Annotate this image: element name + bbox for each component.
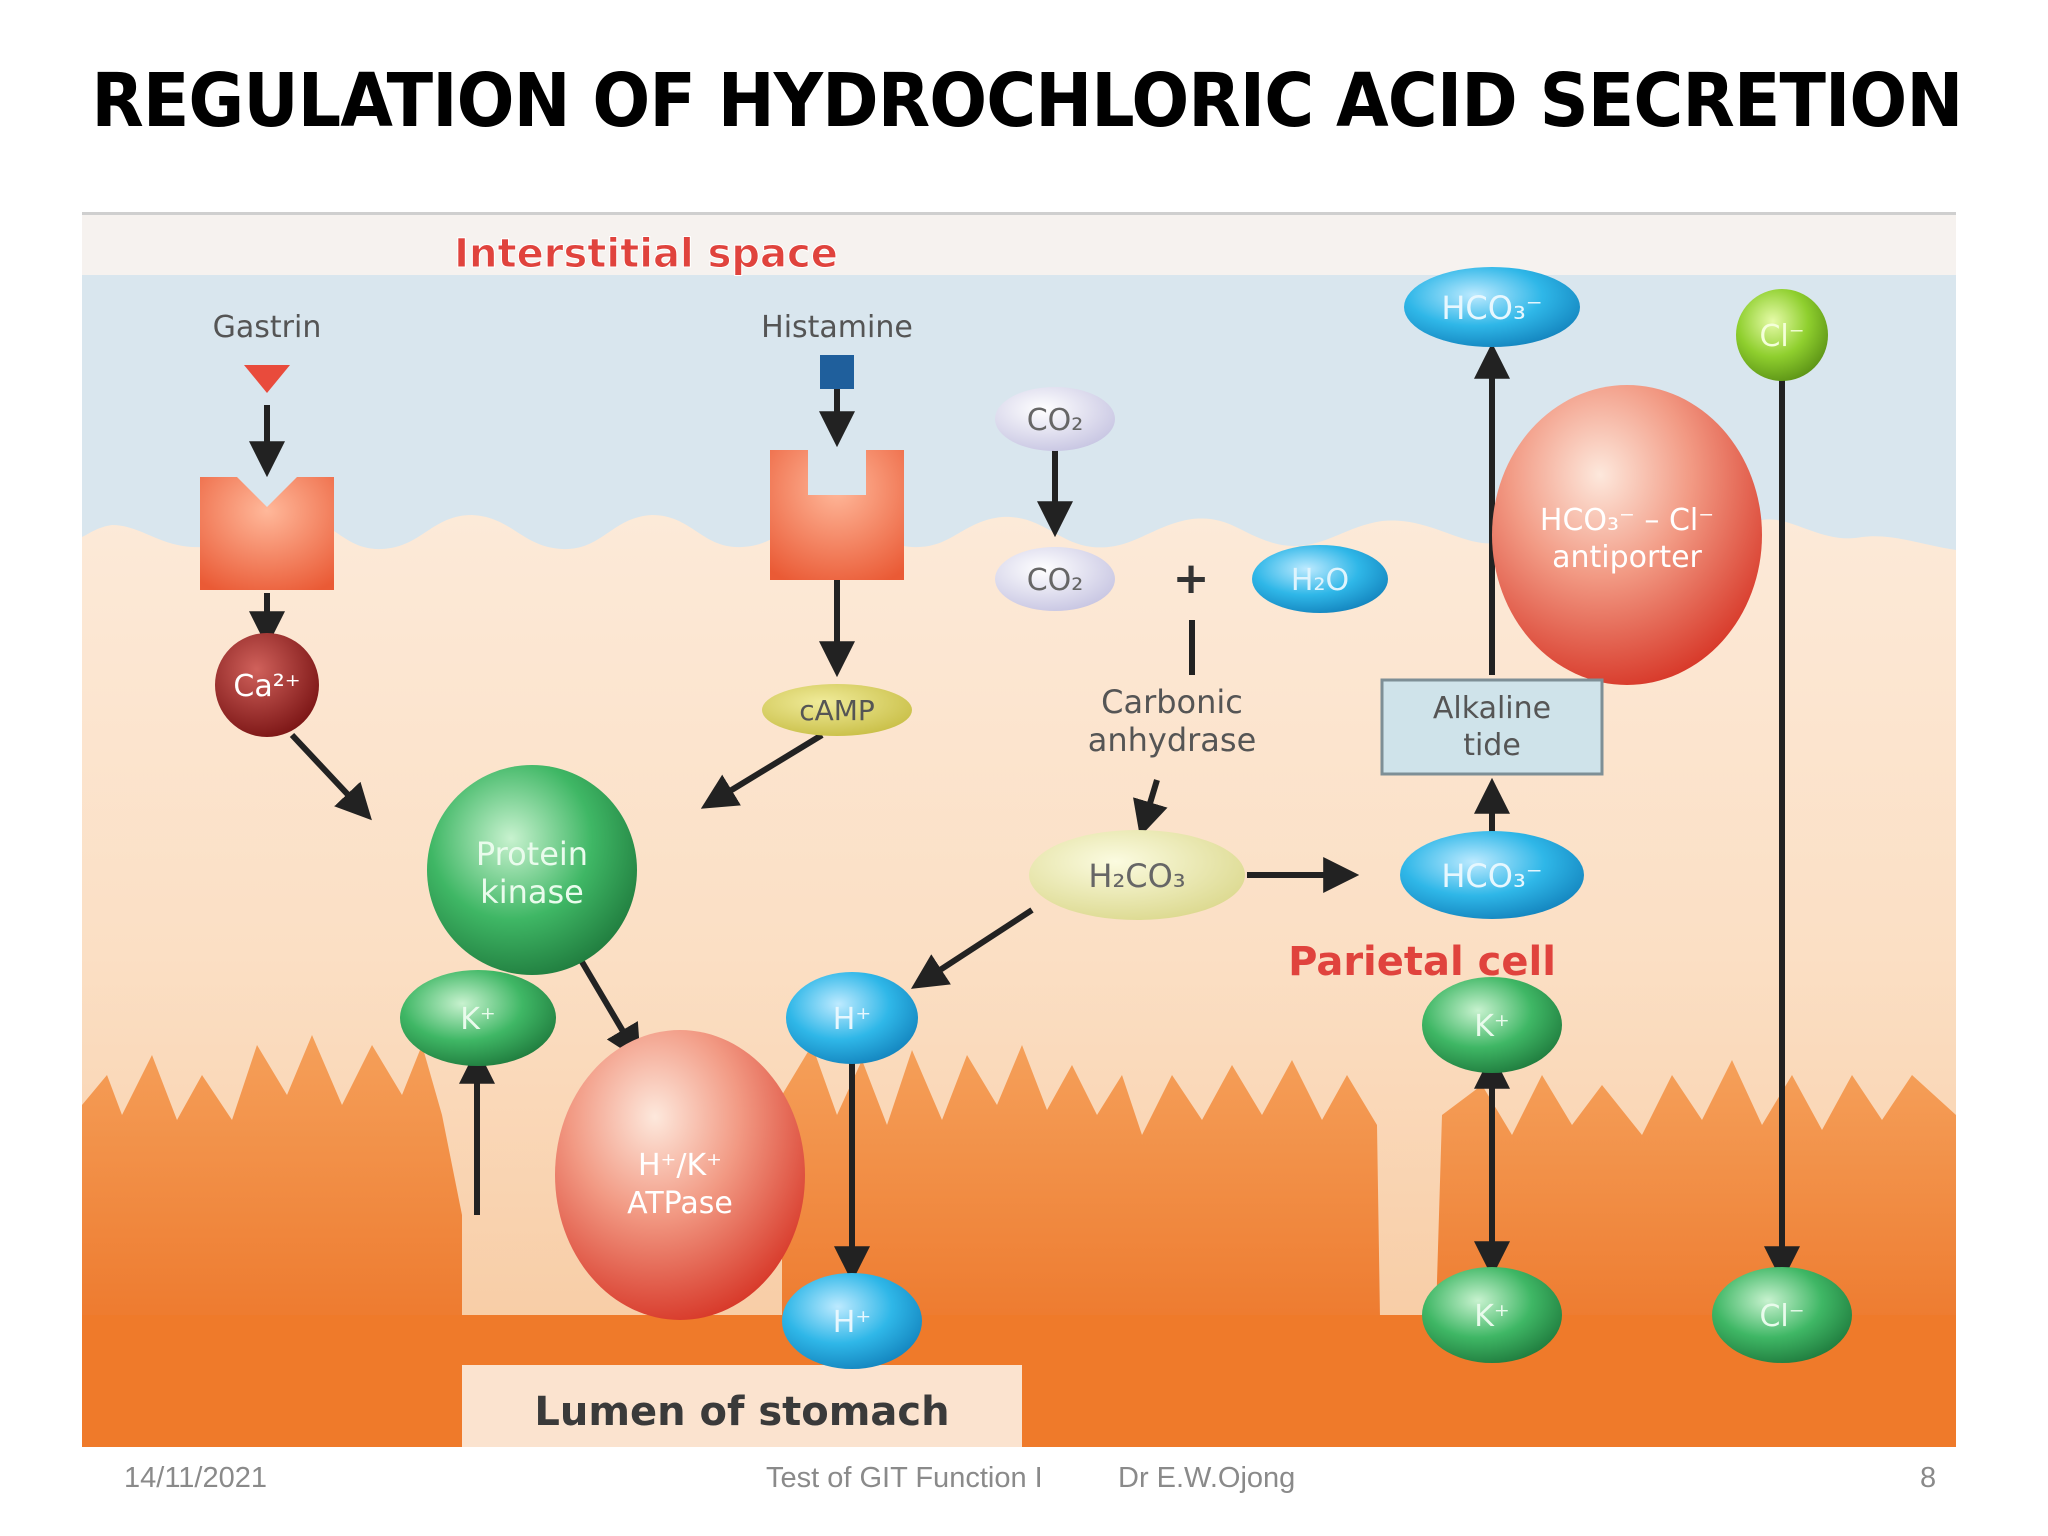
k-left-label: K⁺ bbox=[460, 1002, 496, 1037]
hcl-secretion-diagram: Interstitial space Gastrin Histamine CO₂… bbox=[82, 212, 1956, 1447]
cl-top-label: Cl⁻ bbox=[1759, 319, 1804, 354]
histamine-ligand-icon bbox=[820, 355, 854, 389]
parietal-cell-label: Parietal cell bbox=[1288, 939, 1556, 985]
hco3-cl-antiporter bbox=[1492, 385, 1762, 685]
h2o-label: H₂O bbox=[1291, 563, 1349, 598]
lumen-label-band bbox=[462, 1365, 1022, 1447]
camp-label: cAMP bbox=[799, 694, 875, 727]
protein-kinase-line2: kinase bbox=[480, 873, 584, 911]
antiporter-line2: antiporter bbox=[1552, 540, 1702, 575]
plus-sign: + bbox=[1173, 553, 1210, 604]
protein-kinase-line1: Protein bbox=[476, 835, 588, 873]
hco3-top-label: HCO₃⁻ bbox=[1441, 289, 1542, 327]
interstitial-space-label: Interstitial space bbox=[454, 231, 838, 277]
alkaline-tide-line2: tide bbox=[1463, 728, 1521, 763]
h2co3-node bbox=[1029, 830, 1245, 920]
h-lower-label: H⁺ bbox=[833, 1305, 871, 1340]
arrow-calcium-protein-kinase bbox=[289, 732, 372, 821]
atpase-line2: ATPase bbox=[627, 1186, 733, 1221]
calcium-ion-label: Ca²⁺ bbox=[233, 669, 300, 704]
hco3-mid-label: HCO₃⁻ bbox=[1441, 857, 1542, 895]
footer-course-title: Test of GIT Function I bbox=[766, 1462, 1043, 1494]
footer-author: Dr E.W.Ojong bbox=[1118, 1462, 1296, 1494]
co2-mid-node bbox=[995, 547, 1115, 611]
k-right-upper-node bbox=[1422, 977, 1562, 1073]
gastrin-ligand-icon bbox=[244, 365, 290, 393]
h-k-atpase-pump bbox=[555, 1030, 805, 1320]
hco3-mid-node bbox=[1400, 831, 1584, 919]
histamine-receptor-icon bbox=[770, 450, 904, 580]
gastrin-label: Gastrin bbox=[213, 310, 322, 345]
h-upper-label: H⁺ bbox=[833, 1002, 871, 1037]
arrow-camp-protein-kinase bbox=[700, 732, 824, 809]
k-right-lower-node bbox=[1422, 1267, 1562, 1363]
alkaline-tide-box bbox=[1380, 678, 1604, 776]
carbonic-anhydrase-line2: anhydrase bbox=[1088, 721, 1257, 759]
cl-lower-node bbox=[1712, 1267, 1852, 1363]
cl-top-node bbox=[1736, 289, 1828, 381]
carbonic-anhydrase-line1: Carbonic bbox=[1101, 683, 1243, 721]
histamine-label: Histamine bbox=[761, 310, 913, 345]
atpase-line1: H⁺/K⁺ bbox=[638, 1148, 722, 1183]
footer-page-number: 8 bbox=[1920, 1462, 1937, 1494]
gastrin-receptor-icon bbox=[200, 477, 334, 590]
co2-mid-label: CO₂ bbox=[1027, 563, 1084, 598]
lumen-of-stomach-label: Lumen of stomach bbox=[534, 1389, 949, 1435]
camp-node bbox=[762, 684, 912, 736]
hco3-top-node bbox=[1404, 267, 1580, 347]
co2-top-node bbox=[995, 387, 1115, 451]
arrow-h2co3-hplus bbox=[910, 907, 1034, 989]
protein-kinase-node bbox=[427, 765, 637, 975]
k-right-upper-label: K⁺ bbox=[1474, 1009, 1510, 1044]
interstitial-top-band bbox=[82, 215, 1956, 275]
h-upper-node bbox=[786, 972, 918, 1064]
k-right-lower-label: K⁺ bbox=[1474, 1299, 1510, 1334]
h-lower-node bbox=[782, 1273, 922, 1369]
slide-title: REGULATION OF HYDROCHLORIC ACID SECRETIO… bbox=[91, 58, 1963, 144]
arrow-carbonic-h2co3 bbox=[1133, 779, 1168, 837]
k-left-node bbox=[400, 970, 556, 1066]
cl-lower-label: Cl⁻ bbox=[1759, 1299, 1804, 1334]
calcium-ion-node bbox=[215, 633, 319, 737]
antiporter-line1: HCO₃⁻ – Cl⁻ bbox=[1540, 503, 1714, 538]
h2co3-label: H₂CO₃ bbox=[1088, 857, 1185, 895]
footer-date: 14/11/2021 bbox=[124, 1462, 267, 1494]
alkaline-tide-line1: Alkaline bbox=[1433, 691, 1551, 726]
pathway-arrows bbox=[249, 342, 1800, 1283]
arrow-protein-kinase-atpase bbox=[569, 943, 641, 1062]
h2o-node bbox=[1252, 545, 1388, 613]
co2-top-label: CO₂ bbox=[1027, 403, 1084, 438]
